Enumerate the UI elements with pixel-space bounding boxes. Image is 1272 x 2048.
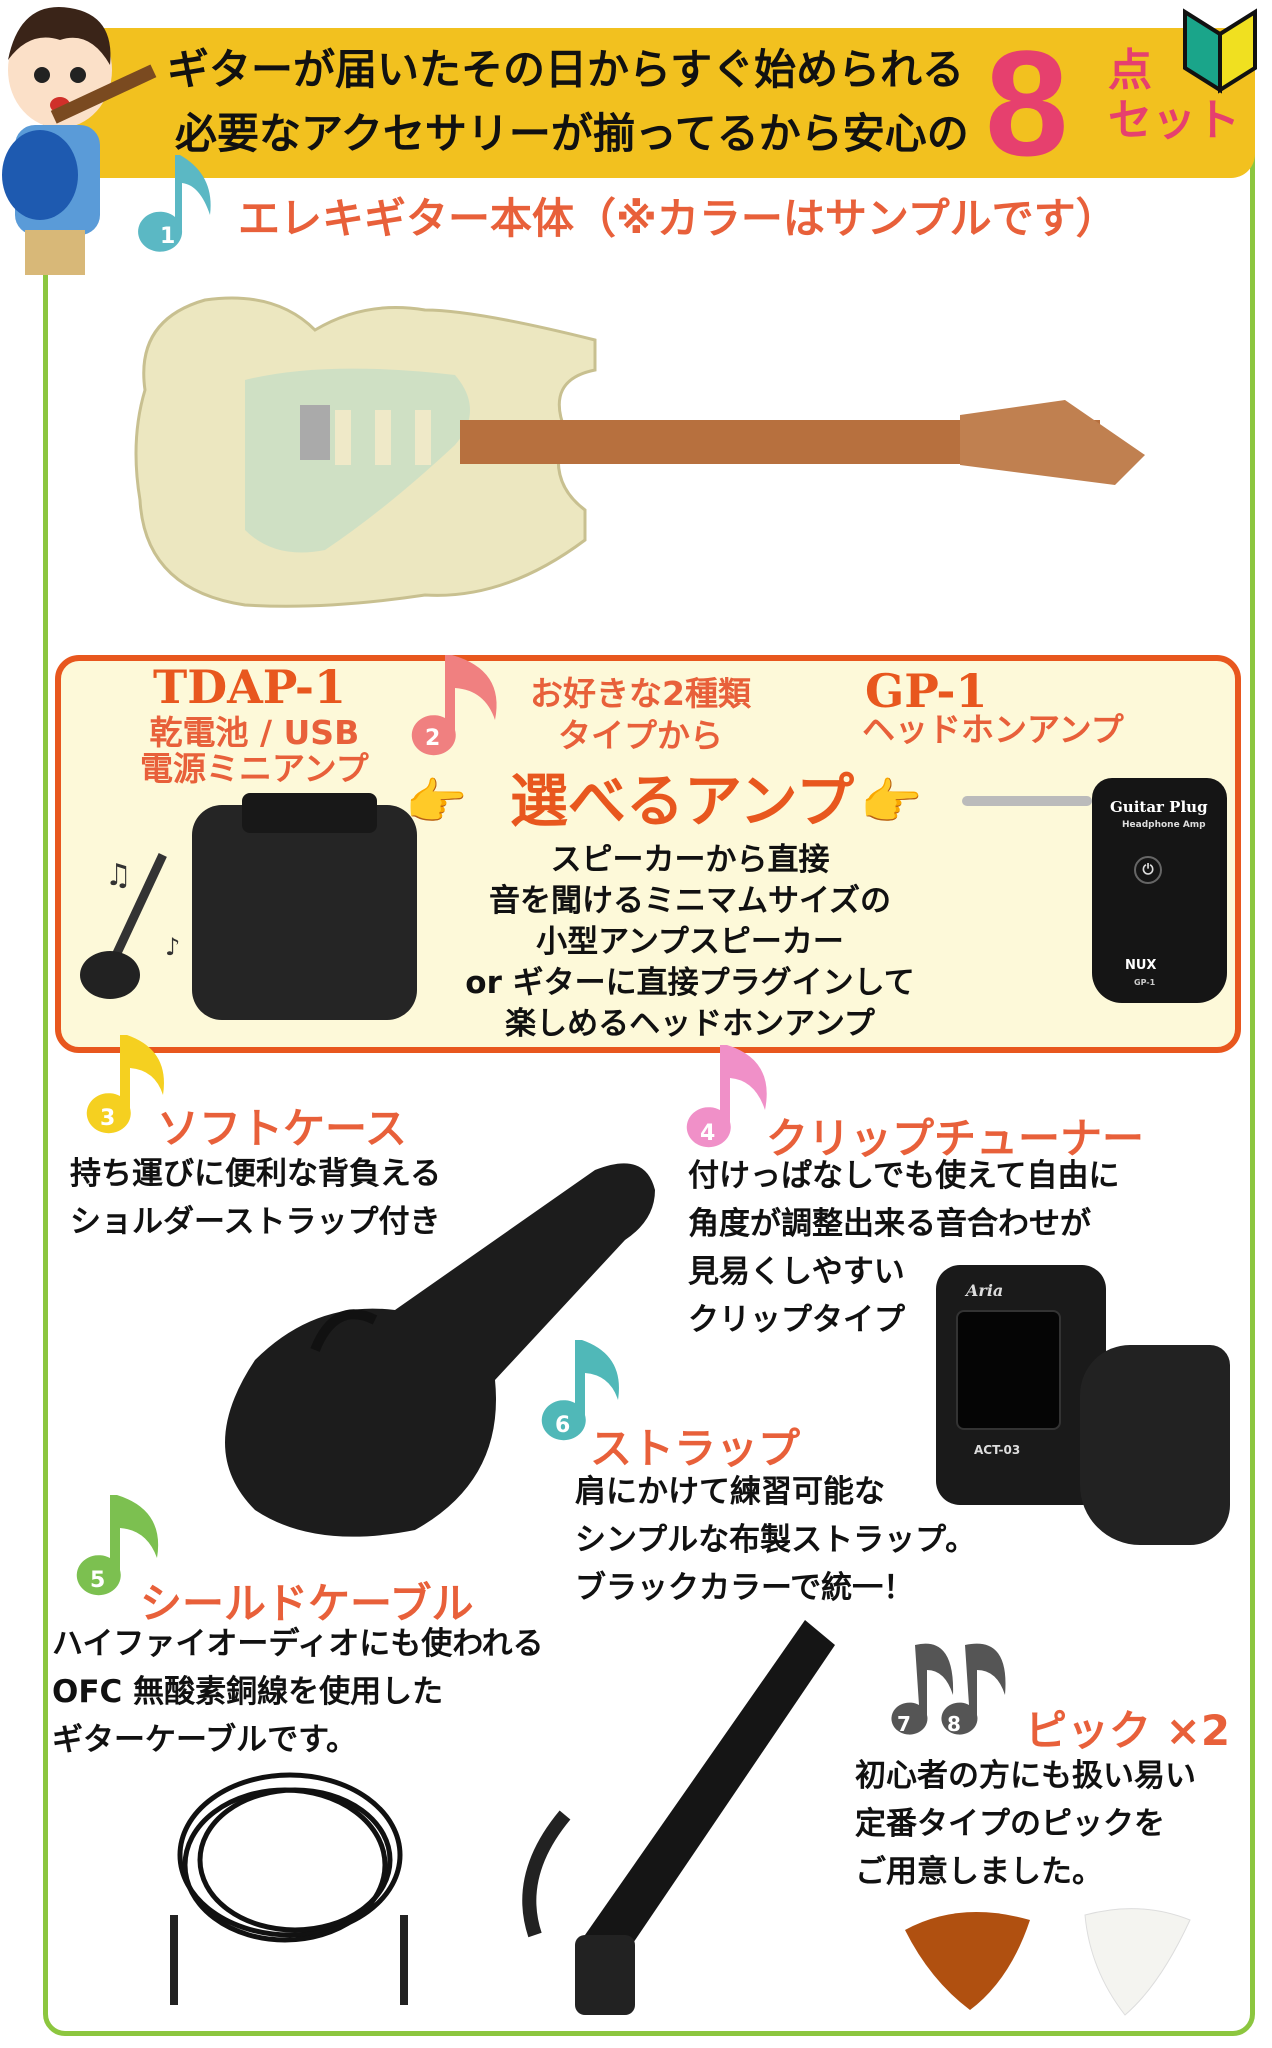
note-number: 5	[90, 1568, 105, 1593]
note-icon-1: 1	[138, 155, 211, 252]
desc-line: クリップタイプ	[688, 1302, 905, 1338]
gp1-headphone-amp-image: Guitar Plug Headphone Amp ⏻ NUX GP-1	[1092, 778, 1227, 1003]
tuner-clip	[1080, 1345, 1230, 1545]
section-4-title: クリップチューナー	[766, 1114, 1145, 1163]
amp-description: スピーカーから直接 音を聞けるミニマムサイズの 小型アンプスピーカー or ギタ…	[440, 840, 940, 1045]
tdap1-model: TDAP-1	[153, 660, 346, 714]
note-number: 4	[700, 1121, 715, 1146]
tdap1-desc-line: 乾電池 / USB	[149, 713, 360, 752]
beginner-mark-icon	[1183, 8, 1257, 94]
desc-line: 見易くしやすい	[688, 1254, 905, 1290]
amp-desc-line: 小型アンプスピーカー	[536, 924, 844, 960]
desc-line: 持ち運びに便利な背負える	[70, 1156, 442, 1192]
pointing-hand-icon: 👉	[405, 773, 468, 831]
desc-line: ブラックカラーで統一！	[575, 1570, 915, 1606]
note-number: 7	[897, 1712, 911, 1736]
clip-tuner-image: Aria ACT-03	[936, 1265, 1106, 1505]
desc-line: ギターケーブルです。	[52, 1722, 358, 1758]
svg-text:♪: ♪	[165, 933, 180, 961]
plug-brand: Guitar Plug	[1110, 798, 1208, 816]
eight-count: 8	[985, 19, 1069, 187]
desc-line: ご用意しました。	[855, 1854, 1103, 1890]
amp-desc-line: or ギターに直接プラグインして	[465, 965, 915, 1001]
note-number: 3	[100, 1106, 115, 1131]
note-number: 1	[160, 224, 175, 249]
desc-line: 初心者の方にも扱い易い	[855, 1758, 1196, 1794]
section-78-desc: 初心者の方にも扱い易い定番タイプのピックをご用意しました。	[855, 1752, 1196, 1896]
note-number: 6	[555, 1413, 570, 1438]
tdap1-mini-amp-image	[192, 805, 417, 1020]
picks-image	[905, 1908, 1191, 2016]
plug-sub: Headphone Amp	[1122, 820, 1206, 830]
desc-line: 付けっぱなしでも使えて自由に	[688, 1158, 1120, 1194]
desc-line: 角度が調整出来る音合わせが	[688, 1206, 1091, 1242]
section-6-title: ストラップ	[590, 1424, 801, 1473]
desc-line: ショルダーストラップ付き	[70, 1204, 441, 1240]
strap-image	[522, 1620, 835, 2015]
choose-two-text: お好きな2種類タイプから	[530, 673, 751, 757]
plug-model: GP-1	[1134, 978, 1156, 987]
amp-headline: 選べるアンプ	[510, 767, 854, 835]
banner-line-1: ギターが届いたその日からすぐ始められる	[167, 45, 965, 94]
section-78-title: ピック ×2	[1025, 1706, 1231, 1755]
section-5-desc: ハイファイオーディオにも使われる OFC 無酸素銅線を使用したギターケーブルです。	[52, 1620, 544, 1764]
gp1-desc: ヘッドホンアンプ	[862, 710, 1124, 749]
gp1-model: GP-1	[865, 664, 988, 718]
section-3-title: ソフトケース	[157, 1104, 407, 1153]
section-1-title: エレキギター本体（※カラーはサンプルです）	[238, 194, 1118, 243]
tuner-brand: Aria	[966, 1281, 1004, 1300]
section-3-desc: 持ち運びに便利な背負えるショルダーストラップ付き	[70, 1150, 441, 1246]
desc-line: OFC 無酸素銅線を使用した	[52, 1674, 444, 1710]
unit-set: セット	[1108, 95, 1240, 146]
middle-line: タイプから	[557, 716, 723, 755]
desc-line: 定番タイプのピックを	[855, 1806, 1165, 1842]
boy-with-guitar-illustration	[2, 7, 157, 275]
note-icon-6: 6	[541, 1340, 619, 1441]
note-icon-5: 5	[76, 1495, 159, 1596]
note-icon-2: 2	[411, 655, 497, 756]
amp-desc-line: 楽しめるヘッドホンアンプ	[505, 1006, 875, 1042]
amp-control-knobs	[242, 793, 377, 833]
plug-maker: NUX	[1125, 958, 1157, 973]
middle-line: お好きな2種類	[530, 674, 751, 713]
note-number: 2	[425, 726, 440, 751]
note-number: 8	[947, 1712, 961, 1736]
soft-case-image	[225, 1163, 655, 1537]
unit-ten: 点	[1108, 45, 1152, 96]
tuner-screen	[956, 1310, 1061, 1430]
desc-line: 肩にかけて練習可能な	[575, 1474, 885, 1510]
pointing-hand-icon: 👉	[860, 773, 923, 831]
tdap1-desc-line: 電源ミニアンプ	[140, 749, 369, 788]
set-label: 点セット	[1108, 46, 1240, 146]
svg-text:♫: ♫	[105, 858, 132, 893]
note-icon-4: 4	[686, 1045, 767, 1148]
electric-guitar-image	[134, 296, 1145, 608]
section-5-title: シールドケーブル	[140, 1579, 474, 1628]
desc-line: ハイファイオーディオにも使われる	[52, 1626, 544, 1662]
amp-desc-line: スピーカーから直接	[550, 842, 830, 878]
plug-jack	[962, 796, 1092, 806]
banner-line-2: 必要なアクセサリーが揃ってるから安心の	[175, 109, 969, 158]
note-icon-3: 3	[86, 1035, 164, 1134]
section-6-desc: 肩にかけて練習可能なシンプルな布製ストラップ。ブラックカラーで統一！	[575, 1468, 976, 1612]
desc-line: シンプルな布製ストラップ。	[575, 1522, 977, 1558]
header-banner: ギターが届いたその日からすぐ始められる 必要なアクセサリーが揃ってるから安心の	[45, 28, 1255, 178]
section-4-desc: 付けっぱなしでも使えて自由に角度が調整出来る音合わせが見易くしやすいクリップタイ…	[688, 1152, 1120, 1344]
small-guitar-image: ♫♪	[80, 853, 180, 999]
amp-desc-line: 音を聞けるミニマムサイズの	[488, 883, 892, 919]
power-icon: ⏻	[1134, 856, 1162, 884]
tuner-model: ACT-03	[974, 1443, 1021, 1457]
guitar-cable-image	[170, 1772, 408, 2005]
